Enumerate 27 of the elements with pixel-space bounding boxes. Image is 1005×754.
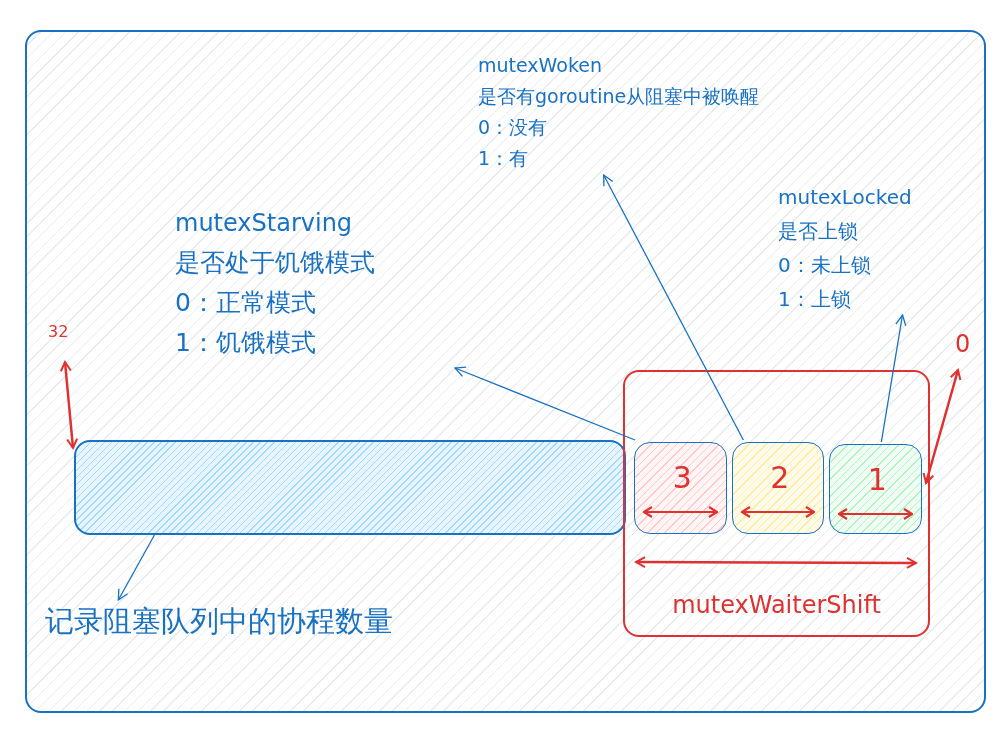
constant-name: mutexWoken bbox=[478, 53, 602, 78]
arrow bbox=[603, 174, 744, 441]
bit-field-bar bbox=[74, 440, 626, 535]
bit-cell bbox=[732, 442, 824, 534]
bit-position-label: 0 bbox=[955, 332, 971, 356]
bit-number: 2 bbox=[770, 461, 790, 495]
annotation-text: 记录阻塞队列中的协程数量 bbox=[45, 603, 393, 640]
constant-name: mutexLocked bbox=[778, 184, 912, 211]
annotation-text: 1：有 bbox=[478, 146, 529, 171]
annotation-text: 0：正常模式 bbox=[175, 287, 316, 319]
annotation-text: 1：上锁 bbox=[778, 286, 851, 313]
annotation-text: 1：饥饿模式 bbox=[175, 327, 316, 359]
constant-name: mutexStarving bbox=[175, 208, 353, 239]
annotation-text: 0：没有 bbox=[478, 115, 548, 140]
bit-cell bbox=[634, 442, 727, 534]
annotation-text: 是否上锁 bbox=[778, 218, 858, 245]
arrow bbox=[880, 314, 907, 443]
field-group-box bbox=[623, 370, 930, 637]
field-name: mutexWaiterShift bbox=[671, 590, 882, 621]
annotation-text: 是否处于饥饿模式 bbox=[175, 247, 375, 279]
bit-number: 3 bbox=[672, 461, 692, 495]
arrow bbox=[117, 534, 156, 601]
bit-cell bbox=[829, 444, 922, 534]
bit-position-label: 32 bbox=[48, 324, 69, 340]
bit-number: 1 bbox=[867, 463, 887, 497]
annotation-text: 是否有goroutine从阻塞中被唤醒 bbox=[478, 84, 760, 109]
annotation-text: 0：未上锁 bbox=[778, 252, 871, 279]
